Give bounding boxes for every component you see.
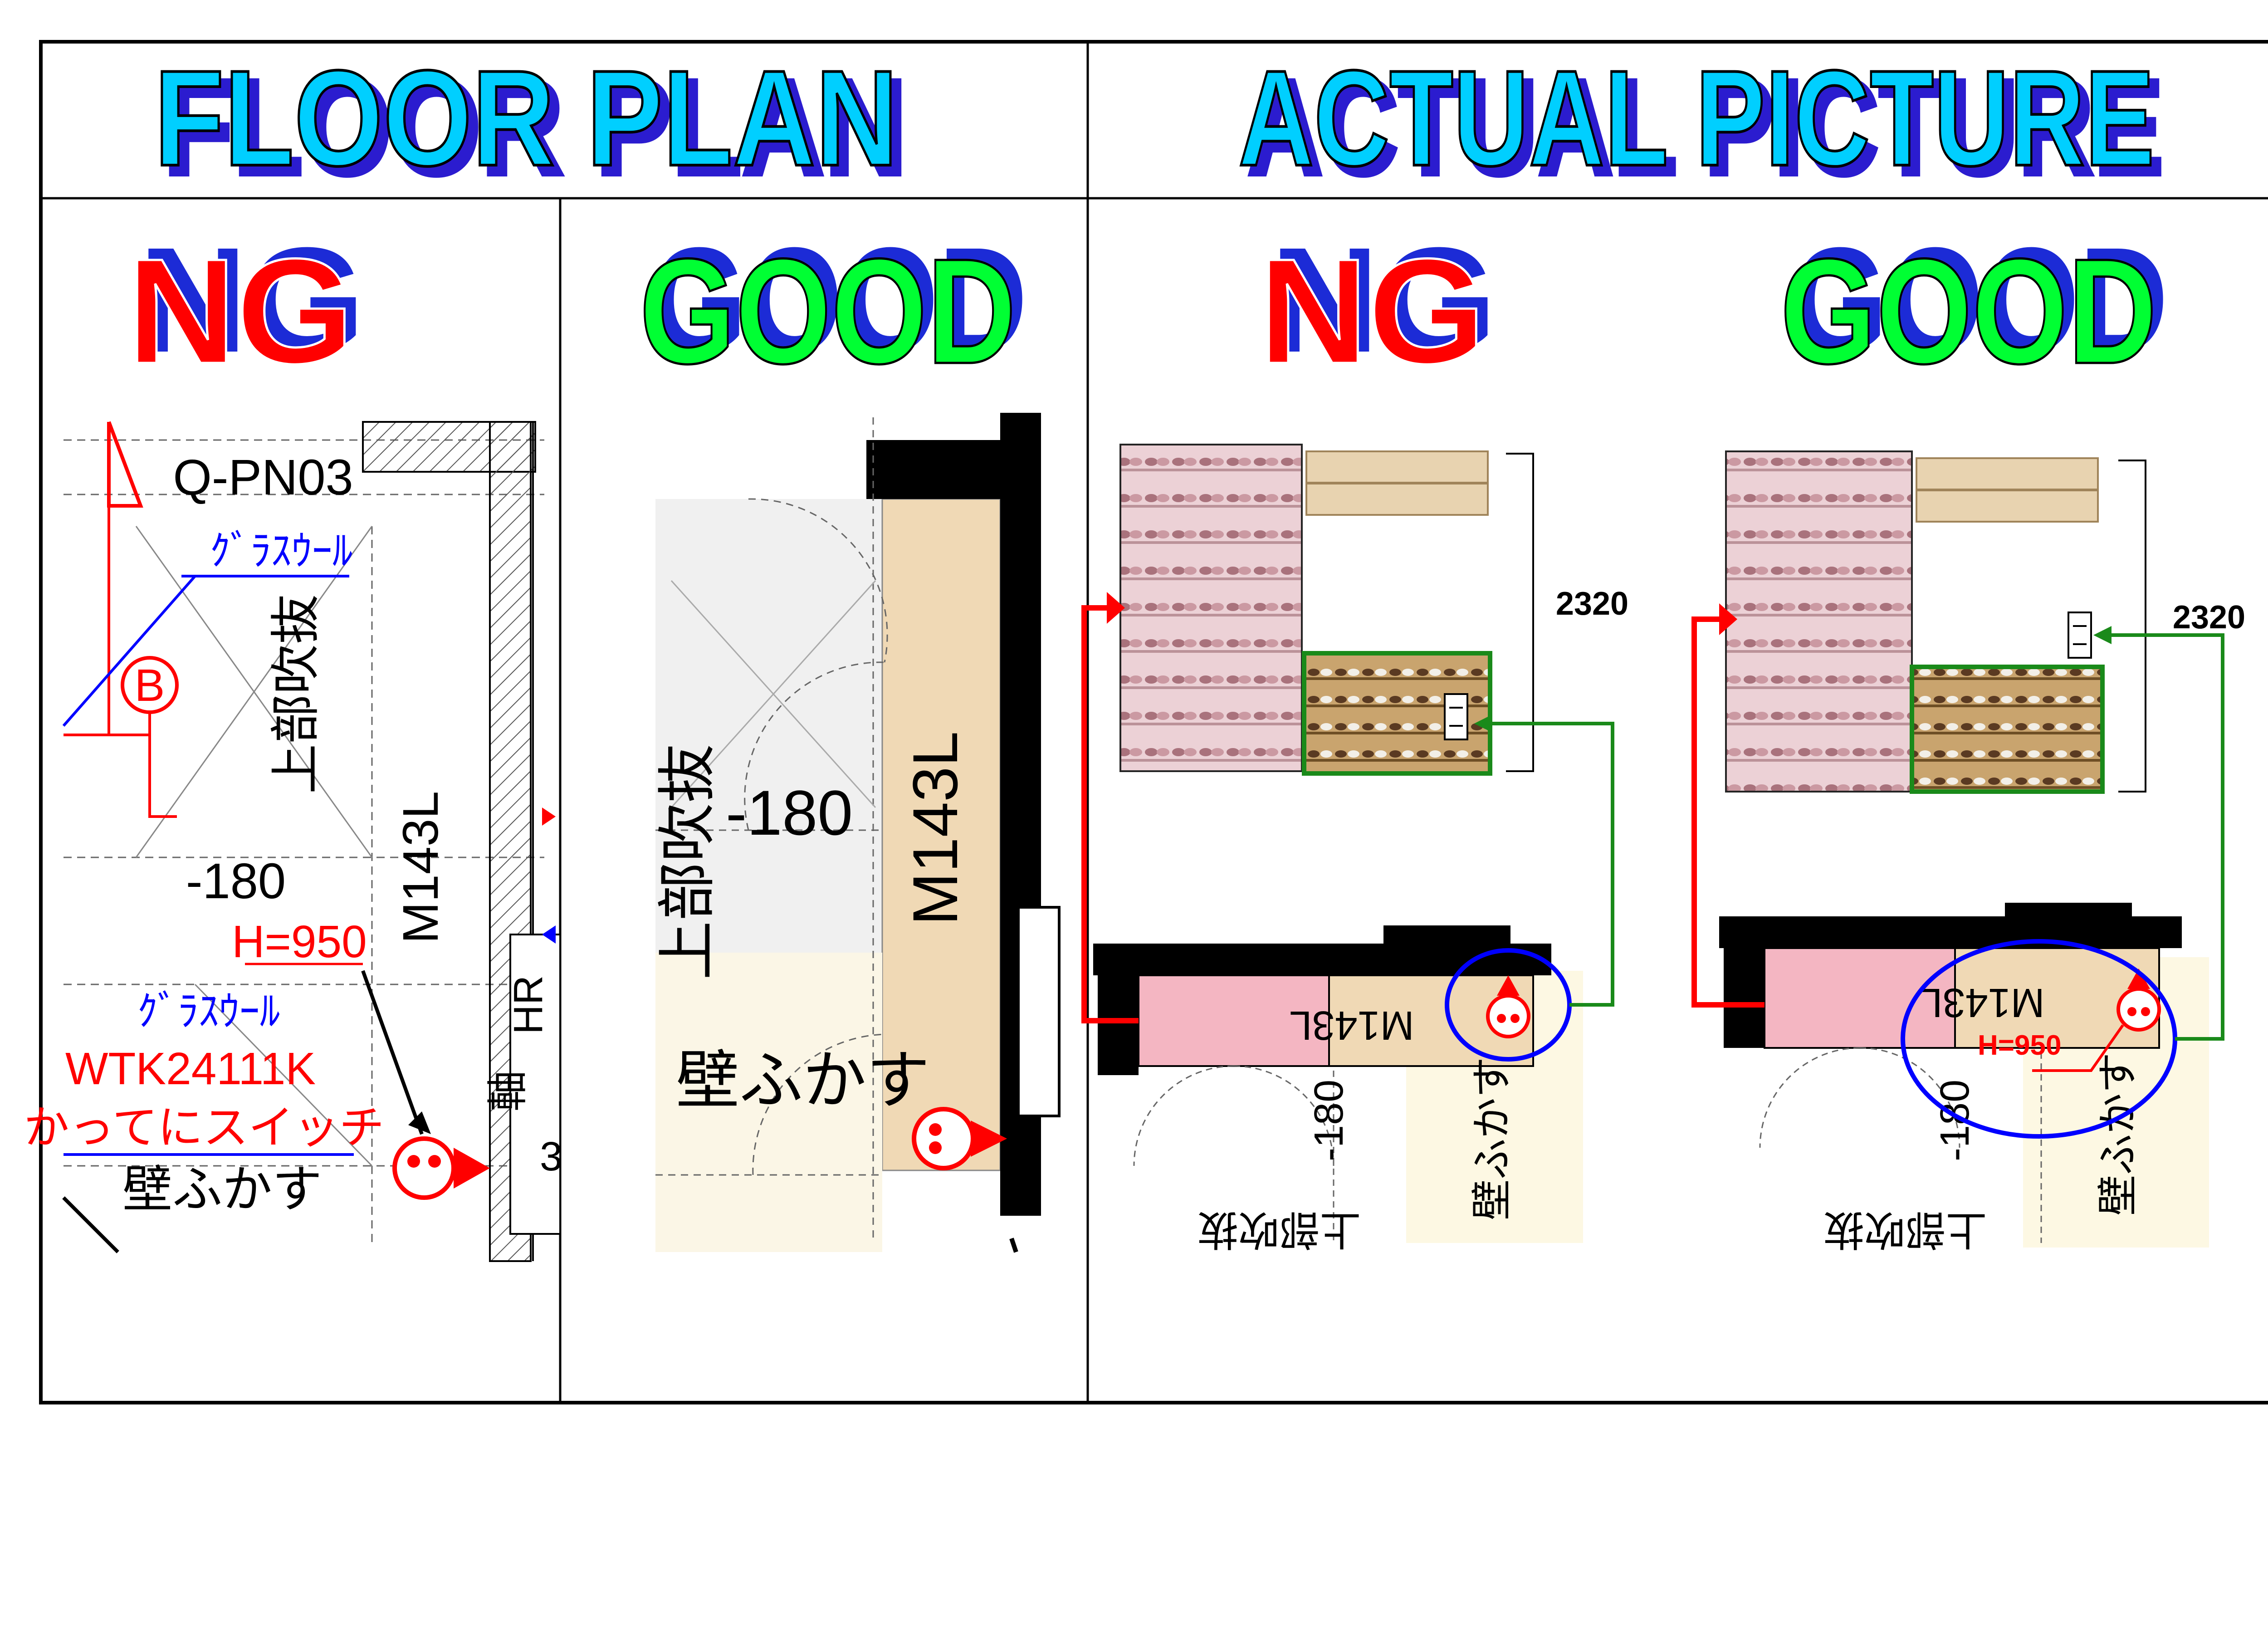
- ng-label-photo: NG NG: [1258, 216, 1497, 396]
- good-label-photo: GOOD GOOD: [1779, 216, 2169, 396]
- svg-text:-180: -180: [1306, 1080, 1352, 1161]
- svg-text:-180: -180: [186, 853, 286, 909]
- svg-text:2320: 2320: [1556, 586, 1628, 622]
- svg-text:3: 3: [540, 1134, 562, 1179]
- svg-text:B: B: [135, 660, 165, 711]
- good-floor-plan: 上部吹抜 -180 M143L 壁ふかす: [653, 413, 1061, 1253]
- svg-text:上部吹抜: 上部吹抜: [1823, 1206, 1987, 1253]
- svg-text:FLOOR PLAN: FLOOR PLAN: [163, 51, 907, 203]
- svg-text:2320: 2320: [2173, 599, 2245, 636]
- svg-text:壁ふかす: 壁ふかす: [2094, 1052, 2142, 1216]
- floor-plan-header: FLOOR PLAN FLOOR PLAN: [153, 40, 909, 205]
- svg-text:FLOOR PLAN: FLOOR PLAN: [154, 42, 898, 194]
- actual-picture-header: ACTUAL PICTURE ACTUAL PICTURE: [1237, 40, 2166, 205]
- good-actual-picture: 2320 M143L -180 上部吹抜 壁ふかす H=950: [1691, 450, 2245, 1253]
- svg-text:ｸﾞﾗｽｳｰﾙ: ｸﾞﾗｽｳｰﾙ: [137, 988, 280, 1035]
- svg-text:上部吹抜: 上部吹抜: [653, 744, 722, 980]
- svg-text:H=950: H=950: [232, 916, 367, 967]
- svg-text:M143L: M143L: [1920, 980, 2044, 1025]
- svg-text:壁ふかす: 壁ふかす: [1468, 1057, 1516, 1220]
- svg-text:ｸﾞﾗｽｳｰﾙ: ｸﾞﾗｽｳｰﾙ: [210, 527, 353, 575]
- svg-text:ACTUAL PICTURE: ACTUAL PICTURE: [1238, 42, 2155, 194]
- svg-text:GOOD: GOOD: [1792, 216, 2168, 383]
- svg-text:-180: -180: [1932, 1080, 1978, 1161]
- svg-text:NG: NG: [138, 216, 365, 383]
- svg-text:M143L: M143L: [393, 791, 449, 944]
- svg-text:壁ふかす: 壁ふかす: [676, 1044, 930, 1118]
- svg-text:ACTUAL PICTURE: ACTUAL PICTURE: [1247, 51, 2164, 203]
- svg-text:GOOD: GOOD: [640, 227, 1016, 395]
- ng-actual-picture: 2320 M143L -180 上部吹抜 壁ふかす: [1081, 444, 1628, 1253]
- ng-floor-plan: Q-PN03 ｸﾞﾗｽｳｰﾙ B 上部吹抜 M143L -180 H=950 ｸ…: [24, 421, 562, 1262]
- svg-text:HR: HR: [506, 975, 551, 1034]
- svg-text:壁ふかす: 壁ふかす: [122, 1160, 322, 1218]
- svg-text:Q-PN03: Q-PN03: [173, 450, 353, 505]
- svg-text:WTK24111K: WTK24111K: [65, 1043, 316, 1094]
- svg-text:H=950: H=950: [1978, 1030, 2061, 1061]
- good-label-plan: GOOD GOOD: [639, 216, 1028, 396]
- svg-text:NG: NG: [1270, 216, 1497, 383]
- svg-text:かってにスイッチ: かってにスイッチ: [24, 1101, 385, 1154]
- svg-text:-180: -180: [726, 777, 853, 848]
- svg-text:上部吹抜: 上部吹抜: [267, 594, 325, 794]
- ng-label-plan: NG NG: [126, 216, 366, 396]
- svg-text:NG: NG: [127, 227, 354, 395]
- svg-text:M143L: M143L: [899, 731, 971, 925]
- svg-text:GOOD: GOOD: [1780, 227, 2157, 395]
- svg-text:上部吹抜: 上部吹抜: [1198, 1206, 1361, 1253]
- svg-text:NG: NG: [1259, 227, 1486, 395]
- svg-text:軸: 軸: [484, 1071, 532, 1111]
- svg-text:M143L: M143L: [1289, 1003, 1414, 1048]
- svg-text:GOOD: GOOD: [651, 216, 1027, 383]
